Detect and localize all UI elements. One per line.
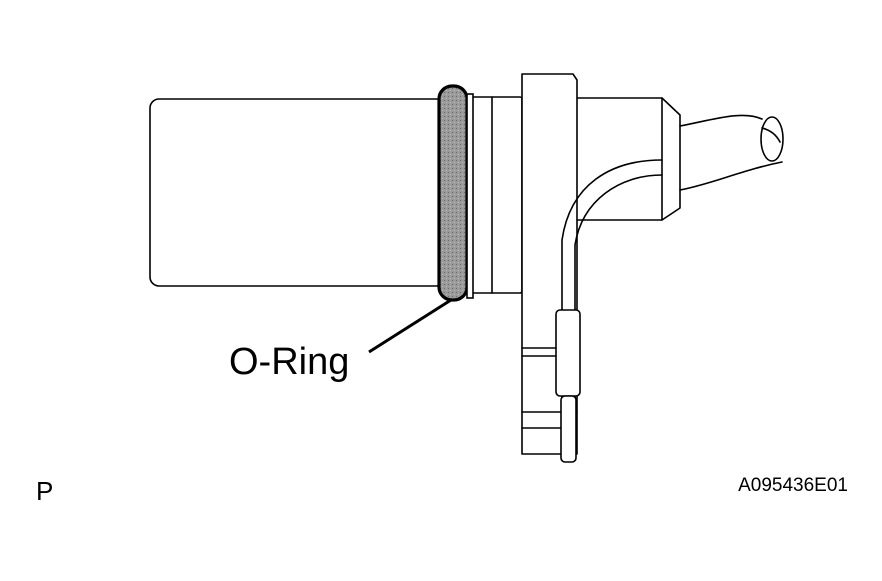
sensor-neck: [471, 96, 523, 294]
figure-id: A095436E01: [738, 475, 848, 496]
sensor-wire: [561, 159, 663, 451]
cable-housing: [572, 97, 681, 221]
sensor-head: [149, 98, 446, 287]
o-ring: [437, 84, 469, 302]
callout-leader-line: [368, 298, 452, 354]
wire-sleeve: [555, 309, 581, 397]
corner-mark: P: [36, 476, 54, 506]
cable: [679, 114, 763, 127]
wire-terminal: [560, 395, 577, 463]
o-ring-callout-label: O-Ring: [229, 341, 350, 383]
